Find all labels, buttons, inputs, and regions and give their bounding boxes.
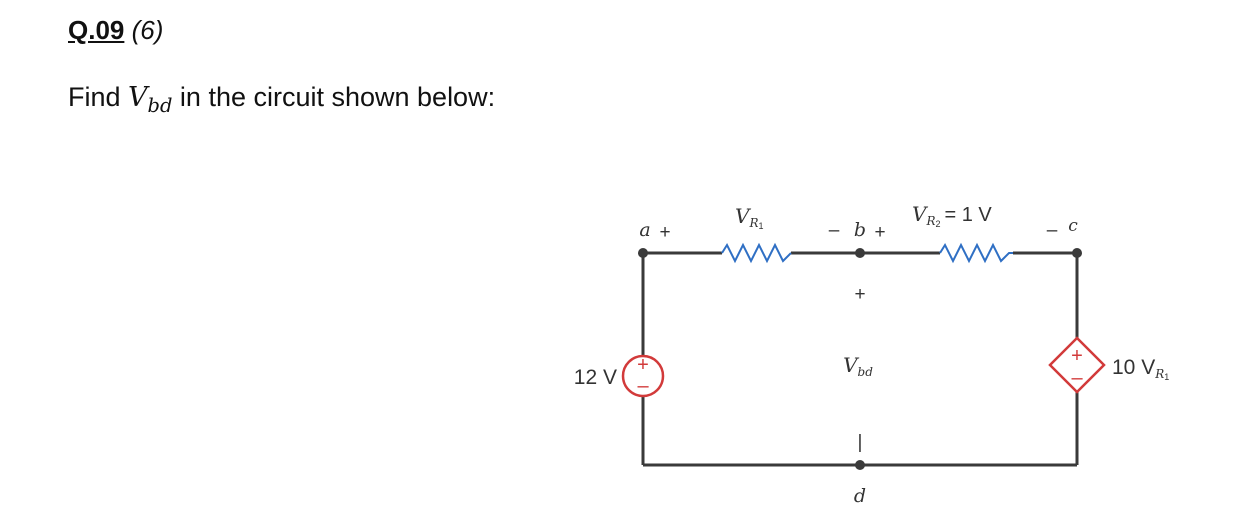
target-variable: Vbd (128, 82, 173, 117)
dependent-voltage-source (1048, 336, 1106, 394)
node-a-dot (638, 248, 648, 258)
node-b-dot (855, 248, 865, 258)
node-b-minus: – (829, 220, 840, 241)
resistor-r1 (721, 242, 792, 264)
source-left-minus: – (637, 375, 649, 397)
resistor-r2 (939, 242, 1013, 264)
vr1-label: VR1 (735, 204, 764, 231)
source-left-value: 12 V (574, 366, 617, 389)
node-d-label: d (854, 485, 866, 507)
dep-source-plus: + (1071, 345, 1083, 367)
question-prompt: Find Vbd in the circuit shown below: (68, 80, 495, 123)
vr2-label: VR2= 1 V (912, 202, 992, 229)
node-b-label: b (854, 219, 866, 241)
node-c-dot (1072, 248, 1082, 258)
dep-source-label: 10 VR1 (1112, 356, 1169, 382)
question-number: Q.09 (68, 15, 125, 45)
node-a-plus: + (659, 222, 670, 243)
node-b-plus: + (874, 222, 885, 243)
source-left-plus: + (637, 354, 649, 376)
dep-source-minus: – (1071, 367, 1083, 389)
question-points: (6) (131, 15, 164, 45)
vbd-label: Vbd (843, 353, 873, 379)
node-a-label: a (639, 219, 650, 241)
independent-voltage-source (621, 354, 665, 398)
vbd-plus: + (854, 284, 865, 305)
question-header: Q.09 (6) (68, 14, 163, 46)
vbd-minus: | (858, 432, 863, 453)
node-c-minus: – (1047, 220, 1058, 241)
prompt-suffix: in the circuit shown below: (172, 82, 496, 112)
prompt-prefix: Find (68, 82, 129, 112)
node-d-dot (855, 460, 865, 470)
node-c-label: c (1068, 216, 1078, 236)
